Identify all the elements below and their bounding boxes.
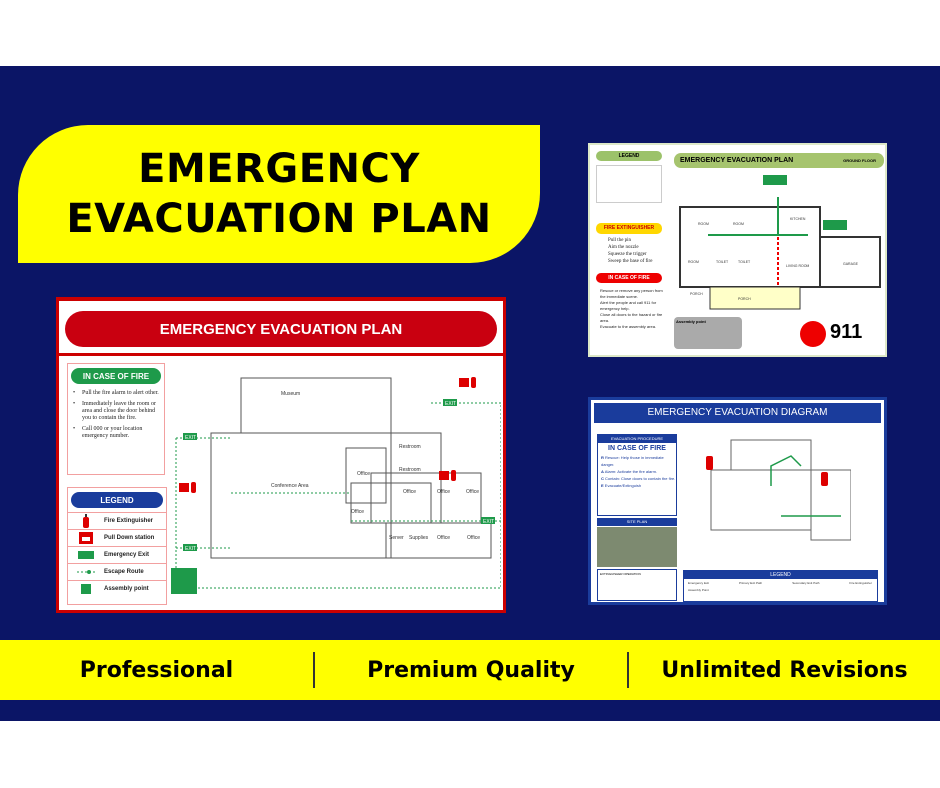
legend: LEGEND Fire Extinguisher Pull Down stati… <box>67 487 167 605</box>
pull-station-icon <box>68 532 104 544</box>
plan-header: EMERGENCY EVACUATION PLAN <box>65 311 497 347</box>
fire-equipment-icons <box>179 377 476 493</box>
room-label: Office <box>437 489 450 495</box>
room-label: Office <box>437 535 450 541</box>
title-banner: EMERGENCY EVACUATION PLAN <box>18 125 540 263</box>
evacuation-plan-sample-1: EMERGENCY EVACUATION PLAN IN CASE OF FIR… <box>56 297 506 613</box>
room-label: Office <box>357 471 370 477</box>
svg-text:GARAGE: GARAGE <box>843 262 859 266</box>
evacuation-diagram-sample-3: EMERGENCY EVACUATION DIAGRAM EVACUATION … <box>588 397 887 605</box>
room-label: Museum <box>281 391 300 397</box>
fire-step: Immediately leave the room or area and c… <box>68 399 164 424</box>
fire-title: IN CASE OF FIRE <box>596 273 662 283</box>
room-label: Conference Area <box>271 483 309 489</box>
floor-plan: Museum Office Restroom Restroom Conferen… <box>171 377 501 594</box>
fire-step: Call 000 or your location emergency numb… <box>68 424 164 442</box>
exit-signs: EXIT EXIT EXIT EXIT <box>183 399 495 552</box>
svg-text:ROOM: ROOM <box>688 260 699 264</box>
procedure-box: EVACUATION PROCEDURE IN CASE OF FIRE R R… <box>597 434 677 516</box>
fire-extinguisher-icon <box>68 514 104 528</box>
floor-plan: ROOM ROOM KITCHEN ROOM TOILET TOILET LIVING RO… <box>679 175 881 310</box>
room-label: Office <box>466 489 479 495</box>
feature-premium-quality: Premium Quality <box>367 657 575 683</box>
extinguisher-title: FIRE EXTINGUISHER <box>596 223 662 234</box>
legend-table <box>596 165 662 203</box>
assembly-point-icon <box>171 568 197 594</box>
legend-item: Pull Down station <box>68 529 166 546</box>
floor-plan <box>706 439 851 541</box>
room-label: Supplies <box>409 535 429 541</box>
divider <box>59 353 503 356</box>
room-label: Office <box>467 535 480 541</box>
legend-item: Fire Extinguisher <box>68 512 166 529</box>
room-label: Restroom <box>399 444 421 450</box>
title-line-2: EVACUATION PLAN <box>66 196 492 242</box>
legend-title: LEGEND <box>71 492 163 508</box>
emergency-number: 911 <box>830 321 863 343</box>
svg-text:PORCH: PORCH <box>690 292 703 296</box>
room-label: Office <box>351 509 364 515</box>
feature-unlimited-revisions: Unlimited Revisions <box>661 657 908 683</box>
fire-instructions: IN CASE OF FIRE Pull the fire alarm to a… <box>67 363 165 475</box>
site-plan-map <box>597 527 677 567</box>
diagram-header: EMERGENCY EVACUATION DIAGRAM <box>594 403 881 423</box>
assembly-point-icon <box>68 584 104 594</box>
divider <box>313 652 315 688</box>
svg-text:EXIT: EXIT <box>185 546 196 552</box>
legend-item: Assembly point <box>68 580 166 597</box>
title-line-1: EMERGENCY <box>138 146 420 192</box>
legend-title: LEGEND <box>596 151 662 161</box>
site-plan-title: SITE PLAN <box>597 518 677 526</box>
room-label: Server <box>389 535 404 541</box>
svg-text:PORCH: PORCH <box>738 297 751 301</box>
svg-text:EXIT: EXIT <box>483 519 494 525</box>
fire-steps: Rescue or remove any person from the imm… <box>600 288 663 329</box>
svg-text:LIVING ROOM: LIVING ROOM <box>786 264 809 268</box>
feature-professional: Professional <box>79 657 234 683</box>
assembly-map: Assembly point <box>674 317 742 349</box>
extinguisher-operation: EXTINGUISHER OPERATION <box>597 569 677 601</box>
svg-text:TOILET: TOILET <box>738 260 751 264</box>
svg-text:KITCHEN: KITCHEN <box>790 217 806 221</box>
svg-text:TOILET: TOILET <box>716 260 729 264</box>
fire-title: IN CASE OF FIRE <box>71 368 161 384</box>
svg-text:EXIT: EXIT <box>445 401 456 407</box>
features-bar: Professional Premium Quality Unlimited R… <box>0 640 940 700</box>
escape-route-icon <box>68 569 104 575</box>
svg-text:ROOM: ROOM <box>733 222 744 226</box>
legend-item: Emergency Exit <box>68 546 166 563</box>
room-label: Office <box>403 489 416 495</box>
room-label: Restroom <box>399 467 421 473</box>
phone-icon <box>800 321 826 347</box>
legend-item: Escape Route <box>68 563 166 580</box>
divider <box>627 652 629 688</box>
exit-sign-icon <box>68 551 104 559</box>
svg-text:EXIT: EXIT <box>185 435 196 441</box>
svg-text:ROOM: ROOM <box>698 222 709 226</box>
fire-step: Pull the fire alarm to alert other. <box>68 388 164 399</box>
